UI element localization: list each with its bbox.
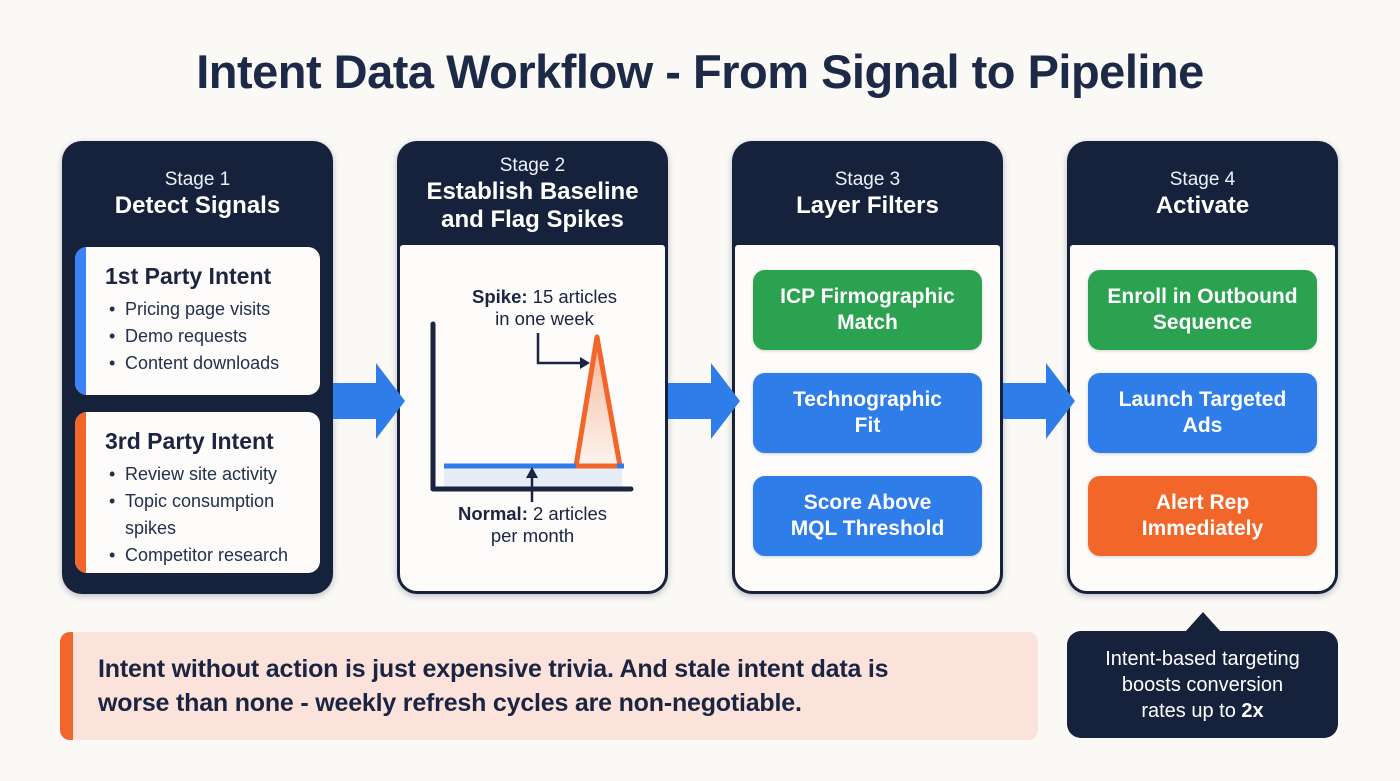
stage-3-header: Stage 3 Layer Filters (732, 141, 1003, 245)
note-callout: Intent without action is just expensive … (60, 632, 1038, 740)
right-arrow-icon (333, 363, 405, 439)
stat-text-line1: Intent-based targeting (1105, 647, 1300, 670)
page-title: Intent Data Workflow - From Signal to Pi… (196, 45, 1204, 98)
stage-title: Establish Baseline (426, 177, 639, 205)
action-pill-alert-rep-immediately: Alert Rep Immediately (1088, 476, 1317, 556)
stage-label: Stage 2 (499, 154, 566, 176)
flow-arrow-stage3-to-stage4 (1003, 363, 1075, 439)
note-text-line2: worse than none - weekly refresh cycles … (98, 689, 802, 717)
stage-title: Activate (1155, 191, 1250, 219)
stage-4-header: Stage 4 Activate (1067, 141, 1338, 245)
stage-title: Layer Filters (796, 191, 939, 219)
stage-4-card: Stage 4 Activate Enroll in Outbound Sequ… (1067, 141, 1338, 594)
flow-arrow-stage1-to-stage2 (333, 363, 405, 439)
bullet-list: Pricing page visits Demo requests Conten… (105, 296, 314, 377)
bullet-item: Content downloads (105, 350, 314, 377)
orange-accent-bar (75, 412, 86, 573)
filter-pill-score-above-mql: Score Above MQL Threshold (753, 476, 982, 556)
flow-arrow-stage2-to-stage3 (668, 363, 740, 439)
blue-accent-bar (75, 247, 86, 395)
right-arrow-icon (1003, 363, 1075, 439)
stage-label: Stage 1 (164, 168, 231, 190)
chart-axes (430, 321, 634, 492)
stat-text-line2: boosts conversion (1121, 673, 1284, 696)
bullet-item: Topic consumption spikes (105, 488, 314, 542)
bullet-item: Review site activity (105, 461, 314, 488)
stage-1-card: Stage 1 Detect Signals 1st Party Intent … (62, 141, 333, 594)
signal-card-title: 3rd Party Intent (105, 428, 274, 454)
note-text-line1: Intent without action is just expensive … (98, 655, 889, 683)
stage-2-card: Stage 2 Establish Baseline and Flag Spik… (397, 141, 668, 594)
spike-shape (573, 334, 623, 469)
stat-pointer-triangle (1184, 612, 1221, 632)
bullet-item: Pricing page visits (105, 296, 314, 323)
first-party-intent-card: 1st Party Intent Pricing page visits Dem… (75, 247, 320, 395)
baseline-spike-chart: Spike: 15 articles in one week Normal: 2… (400, 245, 665, 591)
right-arrow-icon (668, 363, 740, 439)
note-accent-bar (60, 632, 73, 740)
stat-text-line3: rates up to 2x (1141, 699, 1264, 722)
spike-pointer-arrowhead (580, 357, 590, 369)
stage-2-header: Stage 2 Establish Baseline and Flag Spik… (397, 141, 668, 245)
filter-pill-icp-firmographic-match: ICP Firmographic Match (753, 270, 982, 350)
action-pill-enroll-outbound-sequence: Enroll in Outbound Sequence (1088, 270, 1317, 350)
bullet-item: Demo requests (105, 323, 314, 350)
stage-4-body: Enroll in Outbound Sequence Launch Targe… (1070, 245, 1335, 591)
spike-pointer-line (536, 333, 580, 365)
filter-pill-technographic-fit: Technographic Fit (753, 373, 982, 453)
stage-label: Stage 4 (1169, 168, 1236, 190)
stat-callout: Intent-based targeting boosts conversion… (1067, 612, 1338, 738)
stage-2-body: Spike: 15 articles in one week Normal: 2… (400, 245, 665, 591)
signal-card-title: 1st Party Intent (105, 263, 272, 289)
spike-annotation: Spike: 15 articles in one week (472, 286, 617, 329)
third-party-intent-card: 3rd Party Intent Review site activity To… (75, 412, 320, 573)
stage-1-header: Stage 1 Detect Signals (62, 141, 333, 245)
normal-pointer-arrowhead (526, 467, 538, 478)
chart-canvas (430, 321, 634, 502)
stage-3-body: ICP Firmographic Match Technographic Fit… (735, 245, 1000, 591)
bullet-item: Competitor research (105, 542, 314, 569)
stage-title-line2: and Flag Spikes (441, 205, 624, 233)
normal-annotation: Normal: 2 articles per month (457, 503, 608, 546)
action-pill-launch-targeted-ads: Launch Targeted Ads (1088, 373, 1317, 453)
bullet-list: Review site activity Topic consumption s… (105, 461, 314, 569)
stage-title: Detect Signals (114, 191, 281, 219)
stage-3-card: Stage 3 Layer Filters ICP Firmographic M… (732, 141, 1003, 594)
stage-label: Stage 3 (834, 168, 901, 190)
